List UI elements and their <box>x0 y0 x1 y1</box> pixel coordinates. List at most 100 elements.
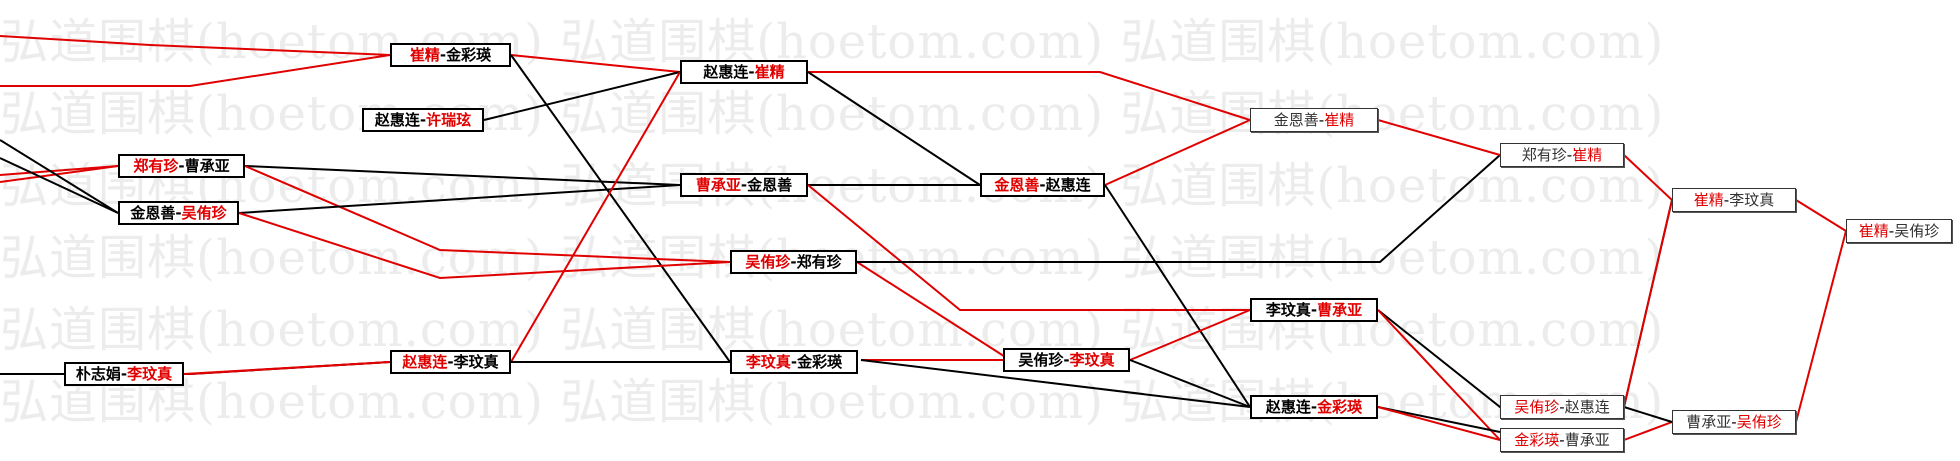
edge <box>1377 309 1501 441</box>
player-name: 金恩善 <box>1273 111 1319 129</box>
separator: - <box>1310 398 1318 416</box>
edge <box>244 165 681 186</box>
player-name: 崔精 <box>409 46 440 64</box>
separator: - <box>1888 222 1895 240</box>
match-node: 郑有珍-崔精 <box>1500 143 1624 167</box>
player-name: 李玟真 <box>1729 191 1775 209</box>
player-name: 郑有珍 <box>1521 146 1567 164</box>
edge <box>1104 119 1251 186</box>
match-node: 金恩善-崔精 <box>1250 108 1378 132</box>
edge <box>807 71 981 186</box>
player-name: 崔精 <box>1858 222 1889 240</box>
player-name: 曹承亚 <box>1686 413 1732 431</box>
player-name: 李玟真 <box>1265 301 1311 319</box>
separator: - <box>748 63 755 81</box>
player-name: 赵惠连 <box>1564 398 1610 416</box>
edge <box>857 154 1501 263</box>
edge <box>1623 406 1673 423</box>
separator: - <box>175 204 182 222</box>
match-node: 赵惠连-金彩瑛 <box>1250 395 1378 419</box>
player-name: 金恩善 <box>747 176 793 194</box>
player-name: 赵惠连 <box>402 353 448 371</box>
watermark-line: 弘道围棋(hoetom.com) 弘道围棋(hoetom.com) 弘道围棋(h… <box>0 374 1665 430</box>
edge <box>1795 230 1847 423</box>
match-node: 崔精-金彩瑛 <box>390 43 511 67</box>
match-node: 吴侑珍-李玟真 <box>1003 348 1130 372</box>
edge <box>183 361 391 375</box>
player-name: 吴侑珍 <box>1018 351 1064 369</box>
edge <box>1377 406 1501 433</box>
separator: - <box>1723 191 1730 209</box>
separator: - <box>790 253 797 271</box>
edge <box>1104 184 1251 408</box>
player-name: 吴侑珍 <box>1514 398 1560 416</box>
edge <box>510 71 681 363</box>
edge <box>1129 359 1251 408</box>
player-name: 李玟真 <box>745 353 791 371</box>
match-node: 赵惠连-崔精 <box>680 60 808 84</box>
player-name: 崔精 <box>1324 111 1355 129</box>
player-name: 吴侑珍 <box>745 253 791 271</box>
edge <box>860 359 1251 408</box>
match-node: 赵惠连-许瑞玹 <box>362 108 484 132</box>
player-name: 李玟真 <box>453 353 499 371</box>
player-name: 曹承亚 <box>1564 431 1610 449</box>
separator: - <box>1318 111 1325 129</box>
edge <box>1377 199 1673 408</box>
player-name: 崔精 <box>754 63 785 81</box>
match-node: 金恩善-吴侑珍 <box>118 201 239 225</box>
edge <box>483 71 681 121</box>
edge <box>0 139 119 214</box>
edge <box>0 35 391 56</box>
match-node: 曹承亚-金恩善 <box>680 173 808 197</box>
separator: - <box>1310 301 1318 319</box>
player-name: 金彩瑛 <box>1514 431 1560 449</box>
player-name: 赵惠连 <box>1045 176 1091 194</box>
separator: - <box>1559 398 1565 416</box>
edge <box>0 157 119 214</box>
edge <box>1623 421 1673 441</box>
edge <box>1377 119 1501 156</box>
separator: - <box>419 111 427 129</box>
separator: - <box>178 157 185 175</box>
edge <box>0 361 391 375</box>
edge <box>244 165 731 263</box>
separator: - <box>439 46 447 64</box>
player-name: 崔精 <box>1572 146 1603 164</box>
separator: - <box>447 353 454 371</box>
edge <box>1623 199 1673 408</box>
player-name: 金彩瑛 <box>1317 398 1363 416</box>
match-node: 吴侑珍-郑有珍 <box>730 250 857 274</box>
player-name: 吴侑珍 <box>1736 413 1782 431</box>
separator: - <box>1559 431 1565 449</box>
match-node: 曹承亚-吴侑珍 <box>1672 410 1796 434</box>
edge <box>510 54 681 73</box>
player-name: 曹承亚 <box>184 157 230 175</box>
player-name: 吴侑珍 <box>1894 222 1940 240</box>
player-name: 金恩善 <box>994 176 1040 194</box>
match-node: 崔精-吴侑珍 <box>1846 219 1952 243</box>
player-name: 崔精 <box>1693 191 1724 209</box>
player-name: 李玟真 <box>1069 351 1115 369</box>
player-name: 金恩善 <box>130 204 176 222</box>
separator: - <box>740 176 748 194</box>
edge <box>856 261 1011 361</box>
player-name: 赵惠连 <box>1265 398 1311 416</box>
player-name: 郑有珍 <box>133 157 179 175</box>
player-name: 曹承亚 <box>695 176 741 194</box>
edge <box>0 165 119 176</box>
edge <box>238 212 731 280</box>
match-node: 李玟真-金彩瑛 <box>730 350 858 374</box>
edge <box>1795 199 1847 232</box>
match-node: 朴志娟-李玟真 <box>64 362 184 386</box>
edge <box>807 184 1250 311</box>
separator: - <box>1039 176 1046 194</box>
player-name: 曹承亚 <box>1317 301 1363 319</box>
match-node: 崔精-李玟真 <box>1672 188 1796 212</box>
separator: - <box>1566 146 1573 164</box>
match-node: 吴侑珍-赵惠连 <box>1500 395 1624 419</box>
edge <box>1377 406 1501 441</box>
separator: - <box>790 353 798 371</box>
separator: - <box>1731 413 1737 431</box>
match-node: 李玟真-曹承亚 <box>1250 298 1378 322</box>
